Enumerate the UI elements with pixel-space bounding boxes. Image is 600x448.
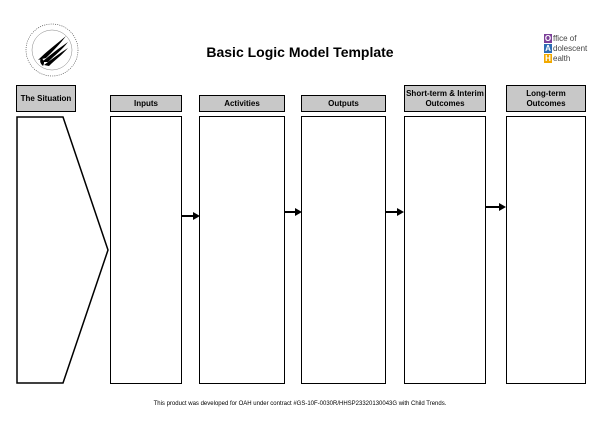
page-title: Basic Logic Model Template	[206, 44, 394, 60]
situation-box[interactable]	[16, 116, 110, 384]
header-situation: The Situation	[16, 85, 76, 112]
short-term-outcomes-box[interactable]	[404, 116, 486, 384]
activities-box[interactable]	[199, 116, 285, 384]
header-activities: Activities	[199, 95, 285, 112]
arrow-right-icon	[486, 203, 506, 211]
header-inputs: Inputs	[110, 95, 182, 112]
arrow-right-icon	[386, 208, 404, 216]
arrow-right-icon	[182, 212, 200, 220]
hhs-seal-icon	[25, 23, 79, 77]
outputs-box[interactable]	[301, 116, 386, 384]
inputs-box[interactable]	[110, 116, 182, 384]
footer-note: This product was developed for OAH under…	[153, 401, 447, 407]
arrow-right-icon	[285, 208, 302, 216]
header-long-term-outcomes: Long-term Outcomes	[506, 85, 586, 112]
header-outputs: Outputs	[301, 95, 386, 112]
header-short-term-outcomes: Short-term & Interim Outcomes	[404, 85, 486, 112]
long-term-outcomes-box[interactable]	[506, 116, 586, 384]
